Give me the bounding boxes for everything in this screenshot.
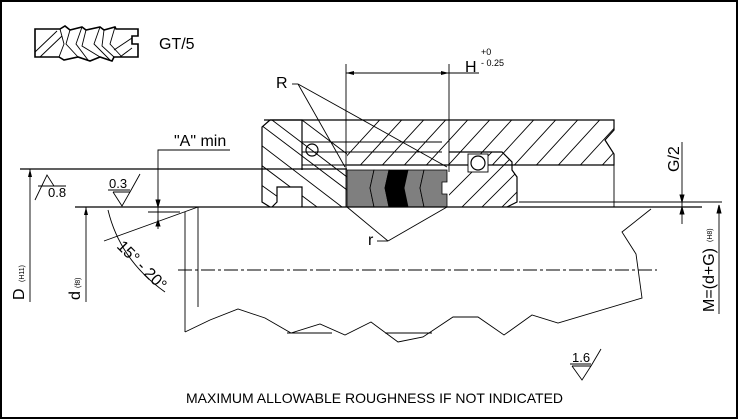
retaining-block (449, 151, 518, 208)
m-label: M=(d+G) (701, 248, 718, 312)
m-tolerance: (H8) (707, 228, 714, 242)
h-tol-lower: - 0.25 (481, 58, 504, 68)
seal-ring-5 (419, 169, 448, 208)
h-dimension (345, 64, 479, 207)
profile-code: GT/5 (159, 36, 195, 53)
roughness-0-8-symbol (34, 174, 66, 201)
roughness-0-3-symbol (108, 173, 141, 207)
a-min-label: "A" min (174, 133, 226, 150)
d-bore-tolerance: (H11) (19, 265, 26, 282)
roughness-rod-chamfer: 0.3 (109, 176, 127, 191)
r-fillet-leader (346, 206, 448, 242)
roughness-1-6-symbol (570, 348, 602, 381)
d-rod-dimension (84, 207, 88, 302)
d-bore-label: D (11, 288, 28, 300)
d-rod-tolerance: (f8) (75, 278, 82, 289)
g-half-dimension (672, 142, 692, 224)
h-label: H (465, 59, 477, 76)
r-radius-label: R (276, 75, 288, 92)
d-bore-dimension (28, 169, 32, 302)
r-leader (292, 83, 448, 168)
d-rod-label: d (67, 291, 84, 300)
h-tol-upper: +0 (481, 47, 491, 57)
seal-stack (346, 169, 448, 208)
r-fillet-label: r (368, 232, 374, 249)
chamfer-angle-label: 15° - 20° (113, 238, 169, 294)
roughness-general: 1.6 (572, 350, 590, 365)
chamfer-angle (103, 206, 199, 332)
roughness-bore: 0.8 (48, 185, 66, 200)
g-half-label: G/2 (666, 146, 683, 172)
a-min-dimension (148, 149, 230, 229)
rod-break-outline (184, 208, 652, 343)
profile-symbol-icon (34, 25, 139, 62)
m-dimension (716, 204, 722, 314)
footer-note: MAXIMUM ALLOWABLE ROUGHNESS IF NOT INDIC… (186, 390, 563, 406)
